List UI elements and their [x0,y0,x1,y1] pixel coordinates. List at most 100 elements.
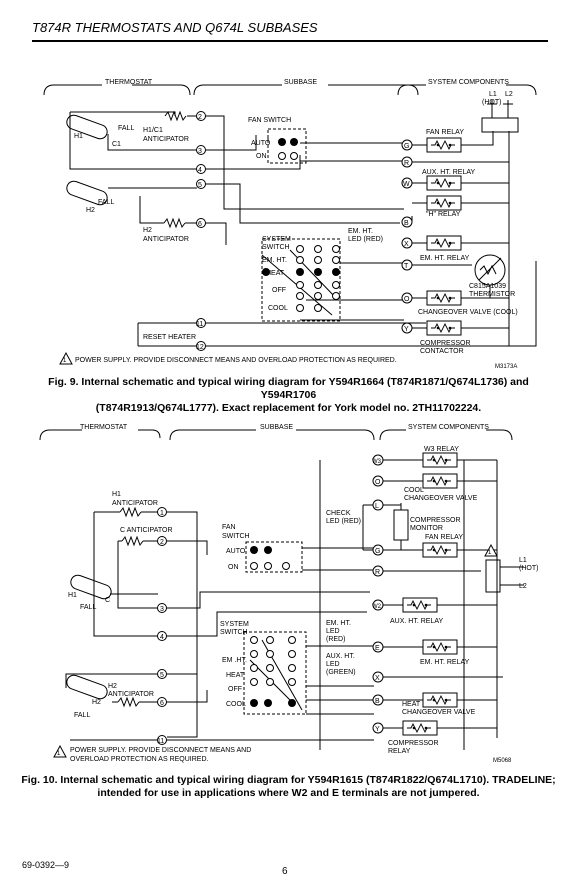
fig10-terminal-w3: W3 [372,459,382,465]
fig9-terminal-2: 2 [198,114,202,121]
fig9-label-h2-anticipator-a: H2 [143,227,152,234]
fig9-label-aux-ht-relay: AUX. HT. RELAY [422,169,475,176]
fig10-label-auto: AUTO [226,548,246,555]
fig10-diagram: THERMOSTAT SUBBASE SYSTEM COMPONENTS H1 … [39,424,538,764]
fig9-note-number: 1 [63,358,67,364]
fig9-label-fan-switch: FAN SWITCH [248,117,291,124]
fig10-label-h2-bulb: H2 [92,699,101,706]
fig10-note-number-2: 1 [488,550,492,556]
fig10-label-compressor-relay-a: COMPRESSOR [388,740,439,747]
fig9-label-reset-heater: RESET HEATER [143,334,196,341]
fig10-label-heat: HEAT [226,672,245,679]
fig9-caption-line1: Fig. 9. Internal schematic and typical w… [48,376,529,401]
fig9-terminal-12: 12 [196,344,204,351]
fig10-terminal-y: Y [375,726,380,733]
fig10-label-cool: COOL [226,701,246,708]
fig9-label-system: SYSTEM [262,236,291,243]
fig9-label-hot: (HOT) [482,99,501,106]
fig9-label-em-ht-led-a: EM. HT. [348,228,373,235]
fig9-label-fan-relay: FAN RELAY [426,129,464,136]
fig9-label-off: OFF [272,287,286,294]
fig9-terminal-o: O [404,296,410,303]
fig10-drawing-id: M5068 [493,758,512,764]
fig9-label-fall1: FALL [118,125,134,132]
fig10-label-l2: L2 [519,583,527,590]
fig9-label-l1: L1 [489,91,497,98]
fig10-label-fan-switch: SWITCH [222,533,250,540]
fig10-terminal-11: 11 [157,738,164,745]
fig9-label-thermistor-model: C815A1039 [469,283,506,290]
fig10-label-h1: H1 [112,491,121,498]
fig10-terminal-4: 4 [160,634,164,641]
fig9-terminal-g: G [404,143,409,150]
fig10-terminal-w2: W2 [372,604,382,610]
fig10-label-compressor-monitor-b: MONITOR [410,525,443,532]
fig9-label-changeover-valve: CHANGEOVER VALVE (COOL) [418,309,518,316]
doc-number: 69-0392—9 [22,860,70,870]
fig10-label-fall1: FALL [80,604,96,611]
fig10-label-l1: L1 [519,557,527,564]
fig10-power-note-b: OVERLOAD PROTECTION AS REQUIRED. [70,756,209,763]
fig9-terminal-5: 5 [198,182,202,189]
fig10-label-subbase: SUBBASE [260,424,293,431]
fig10-label-compressor-relay-b: RELAY [388,748,411,755]
fig9-terminal-r: R [404,160,409,167]
fig10-terminal-e: E [375,645,380,652]
fig10-label-c-anticipator: C ANTICIPATOR [120,527,173,534]
fig9-label-thermistor: THERMISTOR [469,291,515,298]
fig10-label-aux-ht-relay: AUX. HT. RELAY [390,618,443,625]
fig10-label-w3-relay: W3 RELAY [424,446,459,453]
fig9-label-em-ht: EM. HT. [262,257,287,264]
fig9-terminal-x: X [404,241,409,248]
fig10-label-check: CHECK [326,510,351,517]
fig10-label-h2-anticipator: ANTICIPATOR [108,691,154,698]
fig9-label-em-ht-led-b: LED (RED) [348,236,383,243]
fig10-caption: Fig. 10. Internal schematic and typical … [20,774,557,800]
fig9-label-cool: COOL [268,305,288,312]
fig9-terminal-b: B [404,220,409,227]
fig10-label-compressor-monitor-a: COMPRESSOR [410,517,461,524]
fig10-label-fan-relay: FAN RELAY [425,534,463,541]
fig9-label-h-relay: "H" RELAY [426,211,461,218]
fig10-note-number: 1 [57,751,61,757]
fig10-label-heat-changeover: CHANGEOVER VALVE [402,709,476,716]
fig10-label-on: ON [228,564,239,571]
fig9-label-system-components: SYSTEM COMPONENTS [428,79,509,86]
fig9-diagram: THERMOSTAT SUBBASE SYSTEM COMPONENTS FAL… [43,79,537,370]
fig10-label-em-ht-relay: EM. HT. RELAY [420,659,470,666]
fig9-terminal-3: 3 [198,148,202,155]
fig9-label-subbase: SUBBASE [284,79,317,86]
fig9-drawing-id: M3173A [495,364,517,370]
fig9-label-fall2: FALL [98,199,114,206]
fig10-label-heat: HEAT [402,701,421,708]
fig9-label-auto: AUTO [251,140,271,147]
fig10-label-em-ht-led-b: LED [326,628,340,635]
fig10-terminal-b: B [375,698,380,705]
fig9-terminal-w: W [403,181,410,188]
fig10-label-cool: COOL [404,487,424,494]
fig10-terminal-g: G [375,548,380,555]
fig10-label-em-ht: EM .HT. [222,657,247,664]
page-header: T874R THERMOSTATS AND Q674L SUBBASES [32,20,318,35]
fig10-label-fan: FAN [222,524,236,531]
fig9-terminal-6: 6 [198,221,202,228]
fig9-label-h2: H2 [86,207,95,214]
fig10-label-thermostat: THERMOSTAT [80,424,128,431]
fig9-label-c1: C1 [112,141,121,148]
fig10-label-check-led: LED (RED) [326,518,361,525]
fig9-label-compressor: COMPRESSOR [420,340,471,347]
fig10-terminal-l: L [375,503,379,510]
fig9-label-h1: H1 [74,133,83,140]
fig9-label-switch: SWITCH [262,244,290,251]
fig10-caption-line2: intended for use in applications where W… [97,787,480,799]
fig9-caption: Fig. 9. Internal schematic and typical w… [20,376,557,415]
fig9-terminal-t: T [404,263,409,270]
fig10-terminal-3: 3 [160,606,164,613]
fig9-label-on: ON [256,153,267,160]
fig9-power-note: POWER SUPPLY. PROVIDE DISCONNECT MEANS A… [75,357,397,364]
fig9-terminal-y: Y [404,326,409,333]
fig9-label-contactor: CONTACTOR [420,348,464,355]
fig9-label-em-ht-relay: EM. HT. RELAY [420,255,470,262]
fig10-label-em-ht-led-a: EM. HT. [326,620,351,627]
fig10-terminal-r: R [375,569,380,576]
